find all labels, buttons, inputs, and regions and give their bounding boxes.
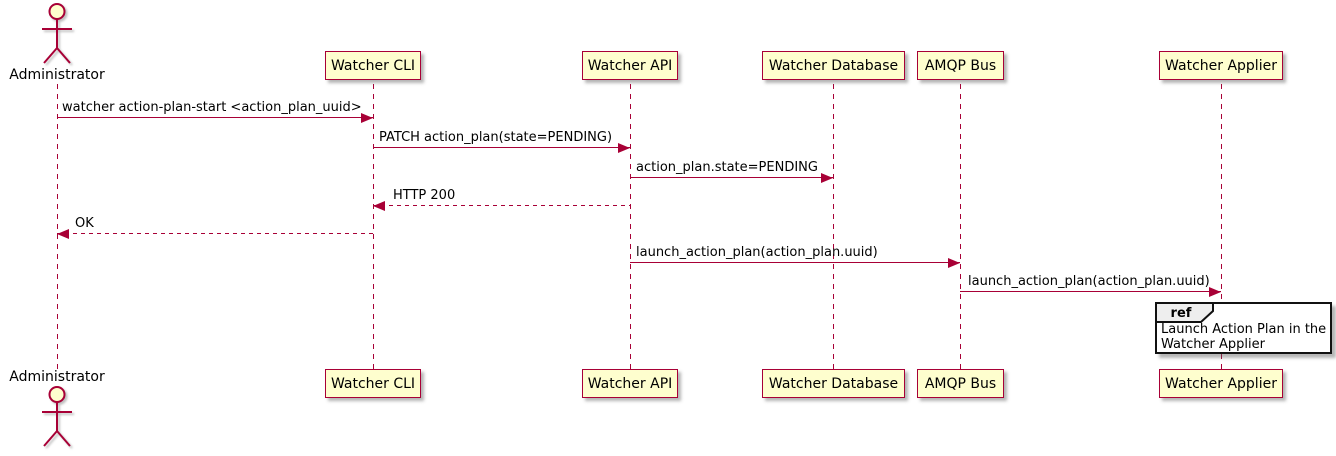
message-5-arrowhead-icon [57, 229, 69, 239]
message-4-line [373, 205, 630, 206]
participant-watcher-cli-bottom: Watcher CLI [325, 369, 421, 398]
actor-label-bottom: Administrator [9, 369, 105, 385]
ref-body: Launch Action Plan in the Watcher Applie… [1161, 322, 1326, 352]
lifeline-amqp-bus [960, 84, 961, 369]
message-4-label: HTTP 200 [393, 188, 456, 203]
participant-watcher-api-top: Watcher API [582, 51, 678, 80]
message-1-label: watcher action-plan-start <action_plan_u… [62, 100, 362, 115]
message-6-label: launch_action_plan(action_plan.uuid) [636, 245, 878, 260]
message-3-label: action_plan.state=PENDING [636, 160, 818, 175]
ref-text-line-1: Launch Action Plan in the [1161, 322, 1327, 337]
participant-watcher-applier-bottom: Watcher Applier [1159, 369, 1283, 398]
message-6-line [630, 262, 960, 263]
actor-icon-top [42, 3, 72, 64]
message-2-arrowhead-icon [618, 143, 630, 153]
ref-tab-icon: ref [1155, 302, 1214, 323]
ref-text-line-2: Watcher Applier [1161, 337, 1265, 352]
message-3-arrowhead-icon [821, 173, 833, 183]
message-3-line [630, 177, 833, 178]
message-5-line [57, 233, 373, 234]
message-4-arrowhead-icon [373, 201, 385, 211]
participant-amqp-bus-top: AMQP Bus [917, 51, 1004, 80]
lifeline-watcher-cli [373, 84, 374, 369]
actor-icon-bottom [42, 386, 72, 447]
message-2-label: PATCH action_plan(state=PENDING) [379, 130, 613, 145]
lifeline-watcher-api [630, 84, 631, 369]
message-2-line [373, 147, 630, 148]
participant-watcher-database-top: Watcher Database [762, 51, 905, 80]
lifeline-watcher-database [833, 84, 834, 369]
actor-label-top: Administrator [9, 67, 105, 83]
message-6-arrowhead-icon [948, 258, 960, 268]
participant-watcher-cli-top: Watcher CLI [325, 51, 421, 80]
message-7-line [960, 291, 1221, 292]
participant-amqp-bus-bottom: AMQP Bus [917, 369, 1004, 398]
ref-fragment: ref Launch Action Plan in the Watcher Ap… [1155, 302, 1332, 354]
participant-watcher-applier-top: Watcher Applier [1159, 51, 1283, 80]
lifeline-administrator [57, 84, 58, 369]
message-5-label: OK [75, 216, 94, 231]
message-7-label: launch_action_plan(action_plan.uuid) [968, 274, 1210, 289]
ref-keyword: ref [1171, 306, 1192, 321]
participant-watcher-api-bottom: Watcher API [582, 369, 678, 398]
message-1-arrowhead-icon [361, 113, 373, 123]
message-1-line [57, 117, 373, 118]
participant-watcher-database-bottom: Watcher Database [762, 369, 905, 398]
lifeline-watcher-applier [1221, 84, 1222, 369]
message-7-arrowhead-icon [1209, 287, 1221, 297]
